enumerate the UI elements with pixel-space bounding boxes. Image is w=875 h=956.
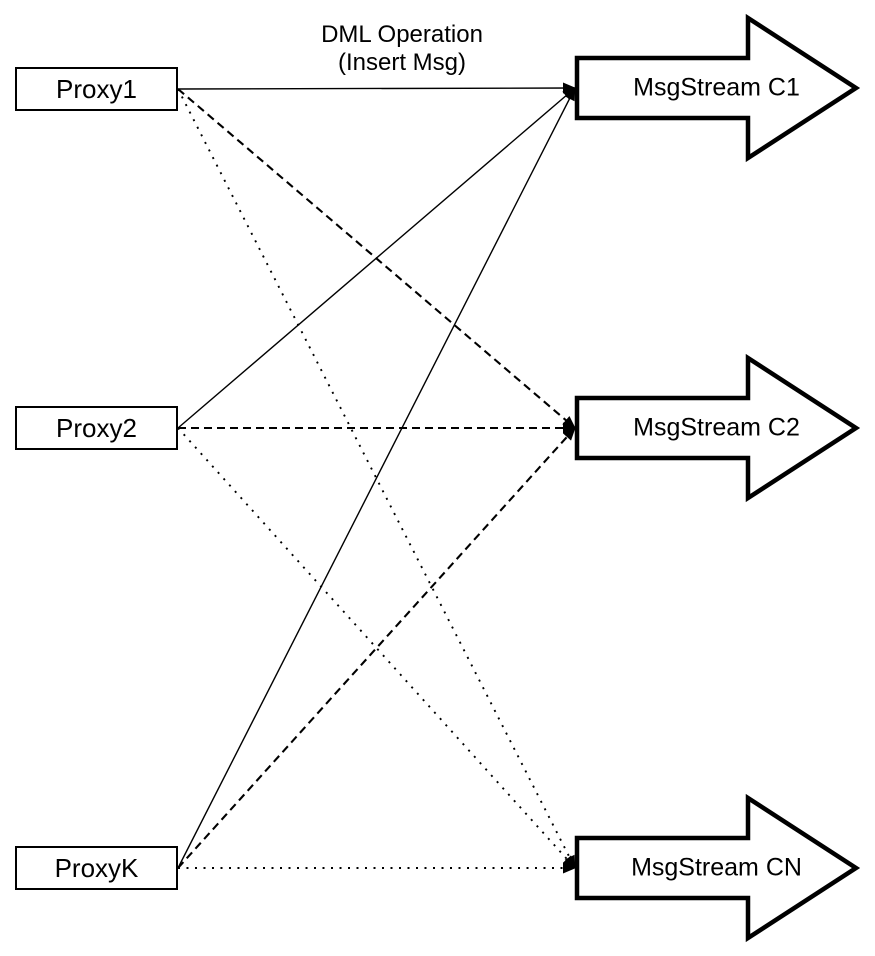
edge-proxy2-to-msgstream-c1 (177, 87, 576, 429)
edge-proxyk-to-msgstream-c1 (177, 87, 576, 869)
edge-proxy1-to-msgstream-c1 (177, 82, 576, 94)
msgstream-c2-label: MsgStream C2 (633, 413, 800, 442)
msgstream-arrow-shape-2 (574, 793, 861, 943)
title-line-1: DML Operation (321, 21, 483, 48)
title-line-2: (Insert Msg) (337, 49, 467, 76)
proxy2-node: Proxy2 (15, 406, 178, 450)
edge-proxy2-to-msgstream-cn (177, 427, 576, 869)
msgstream-arrow-shape-0 (574, 13, 861, 163)
edge-proxyk-to-msgstream-c2 (177, 427, 576, 869)
diagram-title: DML Operation (Insert Msg) (321, 21, 483, 77)
msgstream-arrow-shape-1 (574, 353, 861, 503)
proxyk-node: ProxyK (15, 846, 178, 890)
msgstream-c1-label: MsgStream C1 (633, 73, 800, 102)
edge-proxy1-to-msgstream-cn (177, 88, 576, 869)
proxy1-node: Proxy1 (15, 67, 178, 111)
msgstream-cn-label: MsgStream CN (631, 853, 802, 882)
